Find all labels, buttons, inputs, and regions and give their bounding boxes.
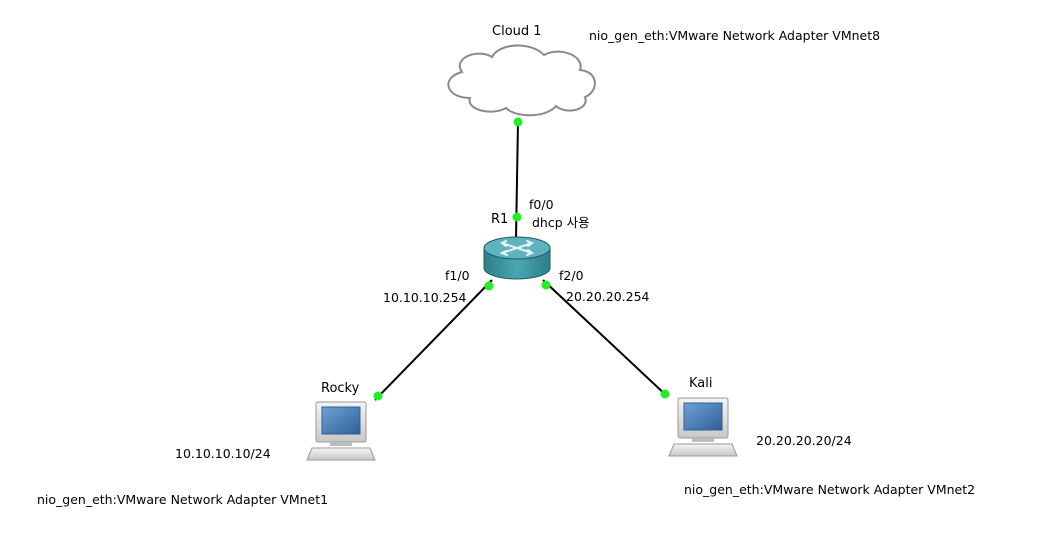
port-indicator — [660, 389, 670, 399]
computer-icon[interactable] — [306, 401, 376, 461]
router-f1-ip-label: 10.10.10.254 — [383, 290, 467, 305]
router-f2-ip-label: 20.20.20.254 — [566, 289, 650, 304]
port-indicator — [541, 280, 551, 290]
cloud-note-label: nio_gen_eth:VMware Network Adapter VMnet… — [589, 28, 881, 43]
kali-note-label: nio_gen_eth:VMware Network Adapter VMnet… — [684, 482, 976, 497]
port-indicator — [373, 391, 383, 401]
cloud-icon[interactable] — [447, 44, 596, 117]
router-f1-interface-label: f1/0 — [445, 268, 470, 283]
rocky-name-label: Rocky — [321, 381, 360, 396]
link-router-rocky[interactable] — [374, 279, 493, 401]
router-f0-interface-label: f0/0 — [529, 197, 554, 212]
router-note-label: dhcp 사용 — [532, 215, 590, 230]
router-name-label: R1 — [491, 212, 509, 227]
router-icon[interactable] — [483, 236, 551, 280]
rocky-ip-label: 10.10.10.10/24 — [175, 446, 271, 461]
rocky-note-label: nio_gen_eth:VMware Network Adapter VMnet… — [37, 492, 329, 507]
kali-ip-label: 20.20.20.20/24 — [756, 433, 852, 448]
port-indicator — [512, 212, 522, 222]
port-indicator — [484, 281, 494, 291]
computer-icon[interactable] — [668, 397, 738, 457]
cloud-name-label: Cloud 1 — [492, 24, 542, 39]
link-router-kali[interactable] — [542, 279, 669, 398]
port-indicator — [513, 117, 523, 127]
kali-name-label: Kali — [689, 376, 713, 391]
router-f2-interface-label: f2/0 — [559, 268, 584, 283]
